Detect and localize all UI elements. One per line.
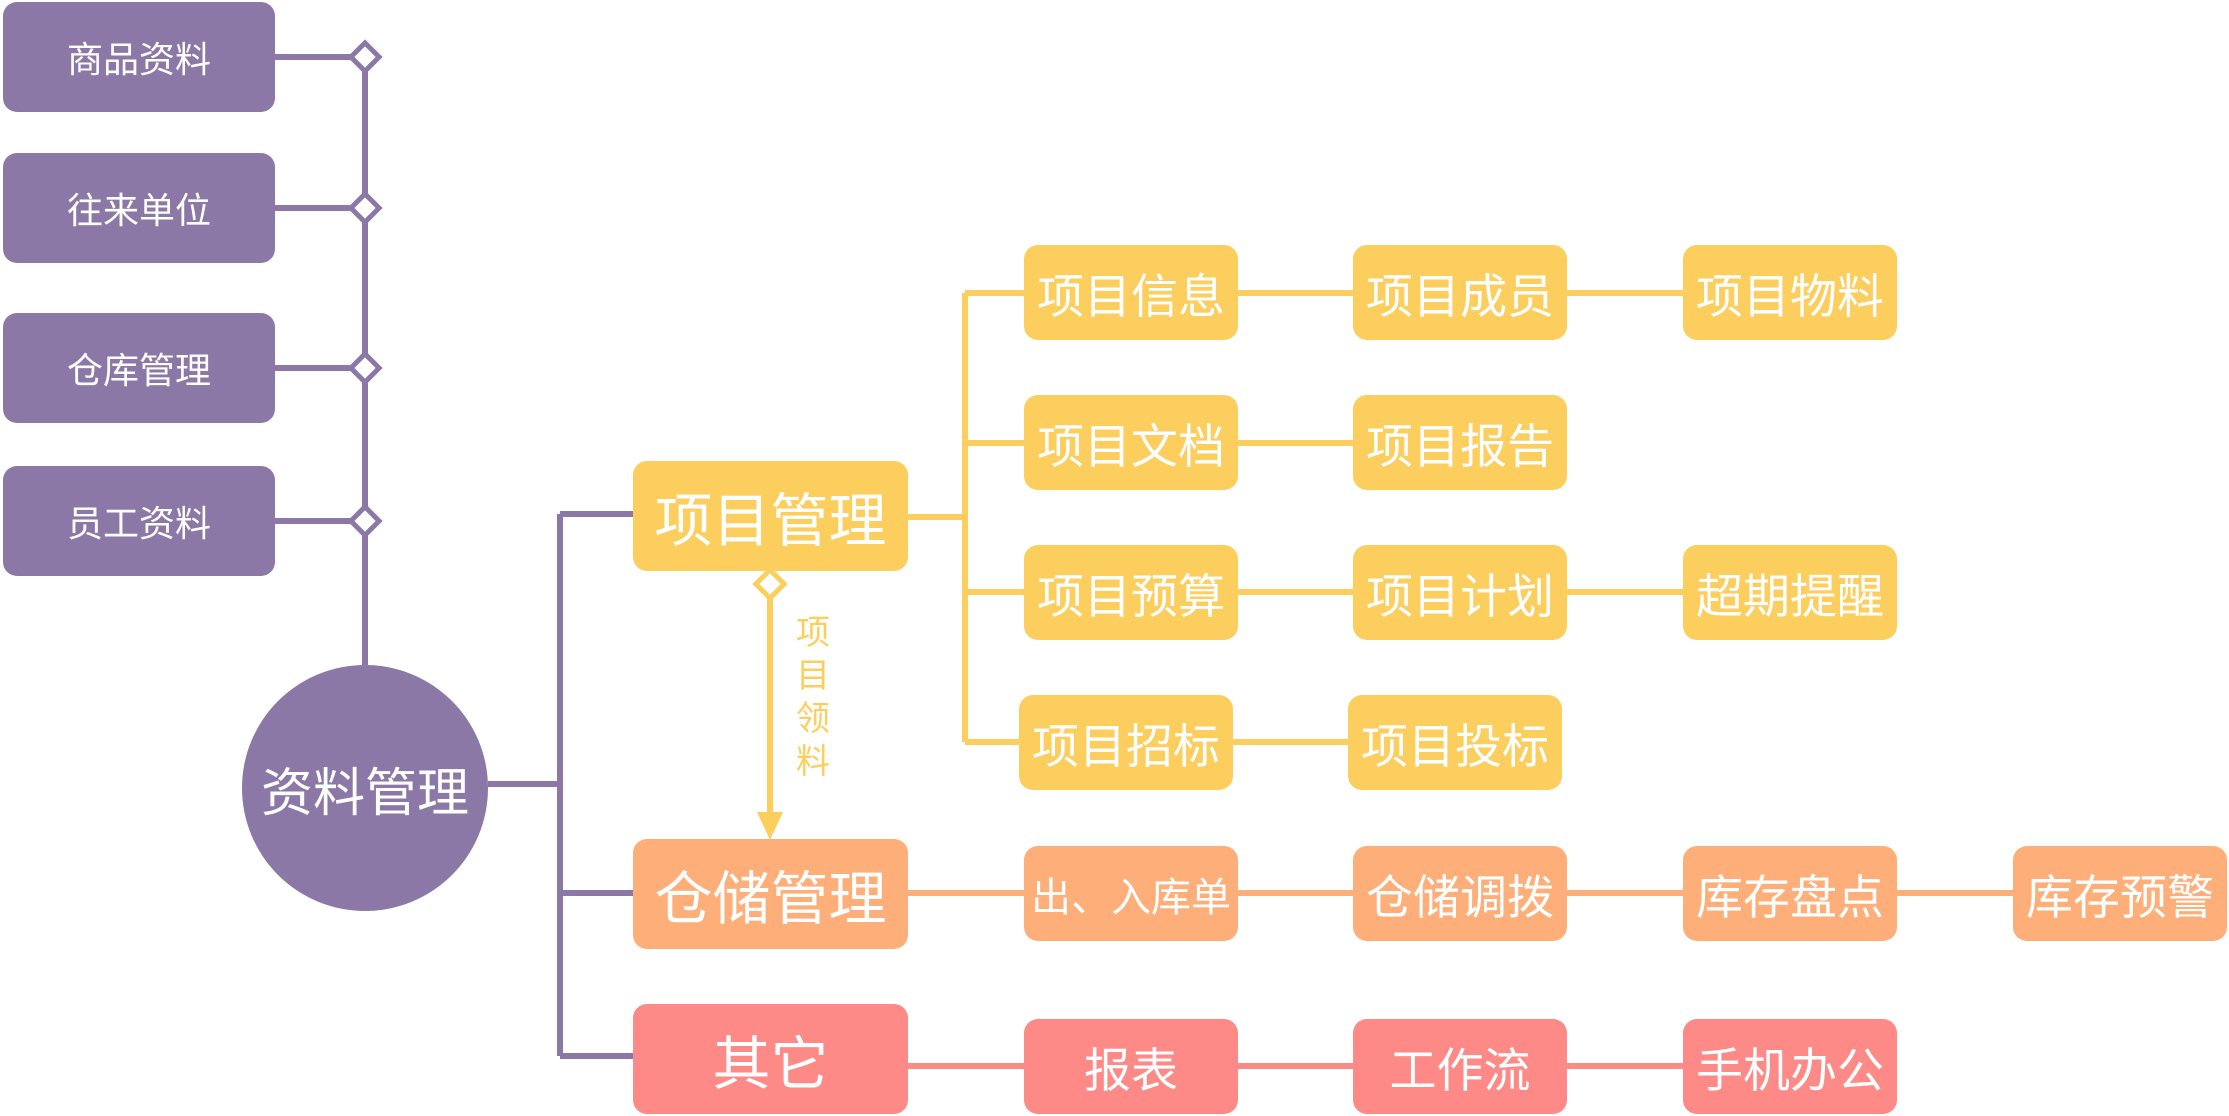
project-info[interactable]: 项目信息 (1024, 245, 1238, 340)
stock-count[interactable]: 库存盘点 (1683, 846, 1897, 941)
left-item-product[interactable]: 商品资料 (3, 2, 275, 112)
project-plan[interactable]: 项目计划 (1353, 545, 1567, 640)
link-diamond (752, 566, 788, 602)
left-diamond-2 (347, 190, 383, 226)
left-diamond-3 (347, 350, 383, 386)
project-members[interactable]: 项目成员 (1353, 245, 1567, 340)
overdue-reminder[interactable]: 超期提醒 (1683, 545, 1897, 640)
project-materials[interactable]: 项目物料 (1683, 245, 1897, 340)
center-trunk (488, 511, 633, 1059)
branch-other[interactable]: 其它 (633, 1004, 908, 1114)
project-budget[interactable]: 项目预算 (1024, 545, 1238, 640)
other-reports[interactable]: 报表 (1024, 1019, 1238, 1114)
project-docs[interactable]: 项目文档 (1024, 395, 1238, 490)
link-arrowhead (757, 812, 783, 840)
storage-in-out[interactable]: 出、入库单 (1024, 846, 1238, 941)
other-mobile-office[interactable]: 手机办公 (1683, 1019, 1897, 1114)
project-report[interactable]: 项目报告 (1353, 395, 1567, 490)
branch-project[interactable]: 项目管理 (633, 461, 908, 571)
left-item-staff[interactable]: 员工资料 (3, 466, 275, 576)
link-label: 项目领料 (796, 613, 830, 782)
project-bid[interactable]: 项目投标 (1348, 695, 1562, 790)
branch-storage[interactable]: 仓储管理 (633, 839, 908, 949)
other-workflow[interactable]: 工作流 (1353, 1019, 1567, 1114)
left-diamond-4 (347, 503, 383, 539)
storage-transfer[interactable]: 仓储调拨 (1353, 846, 1567, 941)
left-diamond-1 (347, 39, 383, 75)
center-node[interactable]: 资料管理 (242, 665, 488, 911)
stock-alert[interactable]: 库存预警 (2013, 846, 2227, 941)
left-item-partner[interactable]: 往来单位 (3, 153, 275, 263)
left-item-warehouse[interactable]: 仓库管理 (3, 313, 275, 423)
project-tender[interactable]: 项目招标 (1019, 695, 1233, 790)
project-spine (908, 293, 968, 742)
